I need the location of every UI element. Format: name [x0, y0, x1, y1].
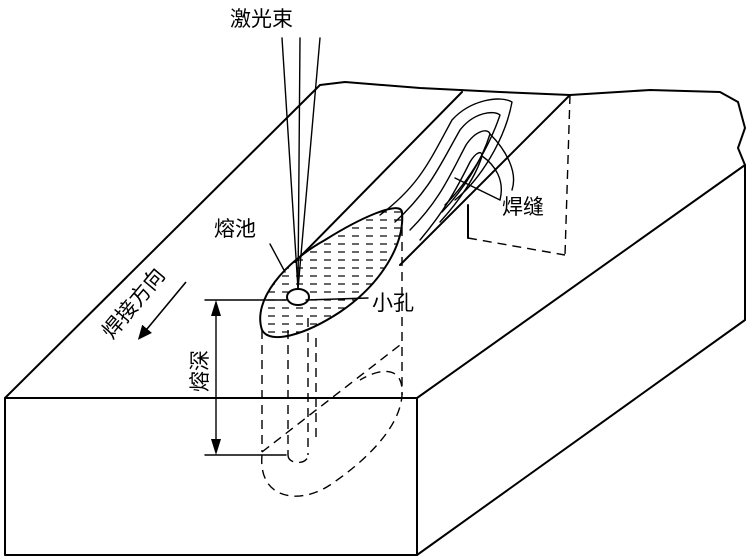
weld-groove: [294, 91, 571, 266]
weld-seam-ripples: [379, 98, 515, 241]
hidden-penetration: [261, 212, 403, 497]
penetration-depth-label: 熔深: [188, 350, 212, 392]
front-face: [4, 397, 418, 556]
weld-seam-label: 焊缝: [502, 195, 544, 219]
laser-beam-label: 激光束: [230, 7, 293, 31]
molten-pool: [259, 207, 404, 339]
top-face-outline: [4, 81, 739, 399]
right-face-outline: [416, 101, 746, 556]
keyhole-label: 小孔: [372, 291, 414, 315]
keyhole-leader: [305, 297, 369, 301]
keyhole: [286, 288, 310, 306]
laser-beam: [281, 37, 321, 290]
welding-direction-label: 焊接方向: [97, 263, 169, 343]
workpiece-block: [4, 81, 746, 556]
weld-seam-leader: [454, 177, 501, 201]
molten-pool-label: 熔池: [214, 217, 256, 241]
welding-direction-arrow: [137, 281, 187, 340]
penetration-depth-dimension: [204, 299, 287, 456]
molten-pool-leader: [269, 243, 286, 273]
